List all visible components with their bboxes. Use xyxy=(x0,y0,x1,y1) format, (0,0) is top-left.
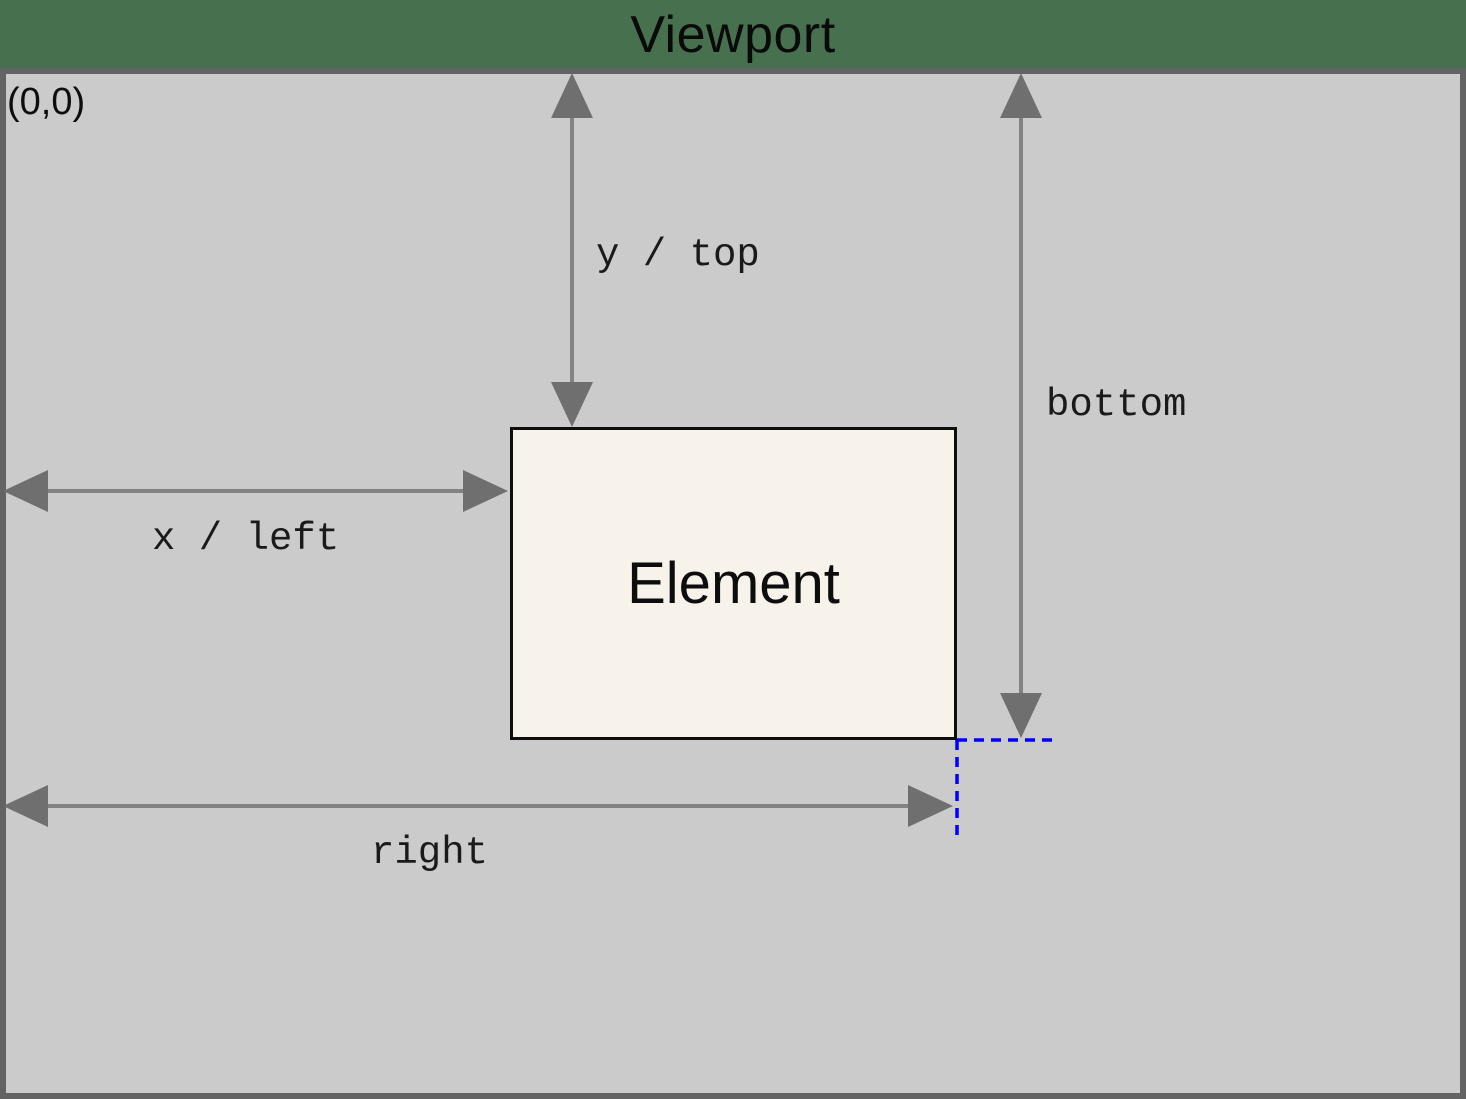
origin-coordinate-label: (0,0) xyxy=(7,81,86,123)
x-left-label: x / left xyxy=(152,517,340,561)
right-label: right xyxy=(371,831,489,875)
bottom-label: bottom xyxy=(1046,383,1187,427)
viewport-title: Viewport xyxy=(630,6,836,64)
y-top-label: y / top xyxy=(596,233,760,277)
element-label: Element xyxy=(627,551,840,616)
element-box: Element xyxy=(510,427,957,740)
